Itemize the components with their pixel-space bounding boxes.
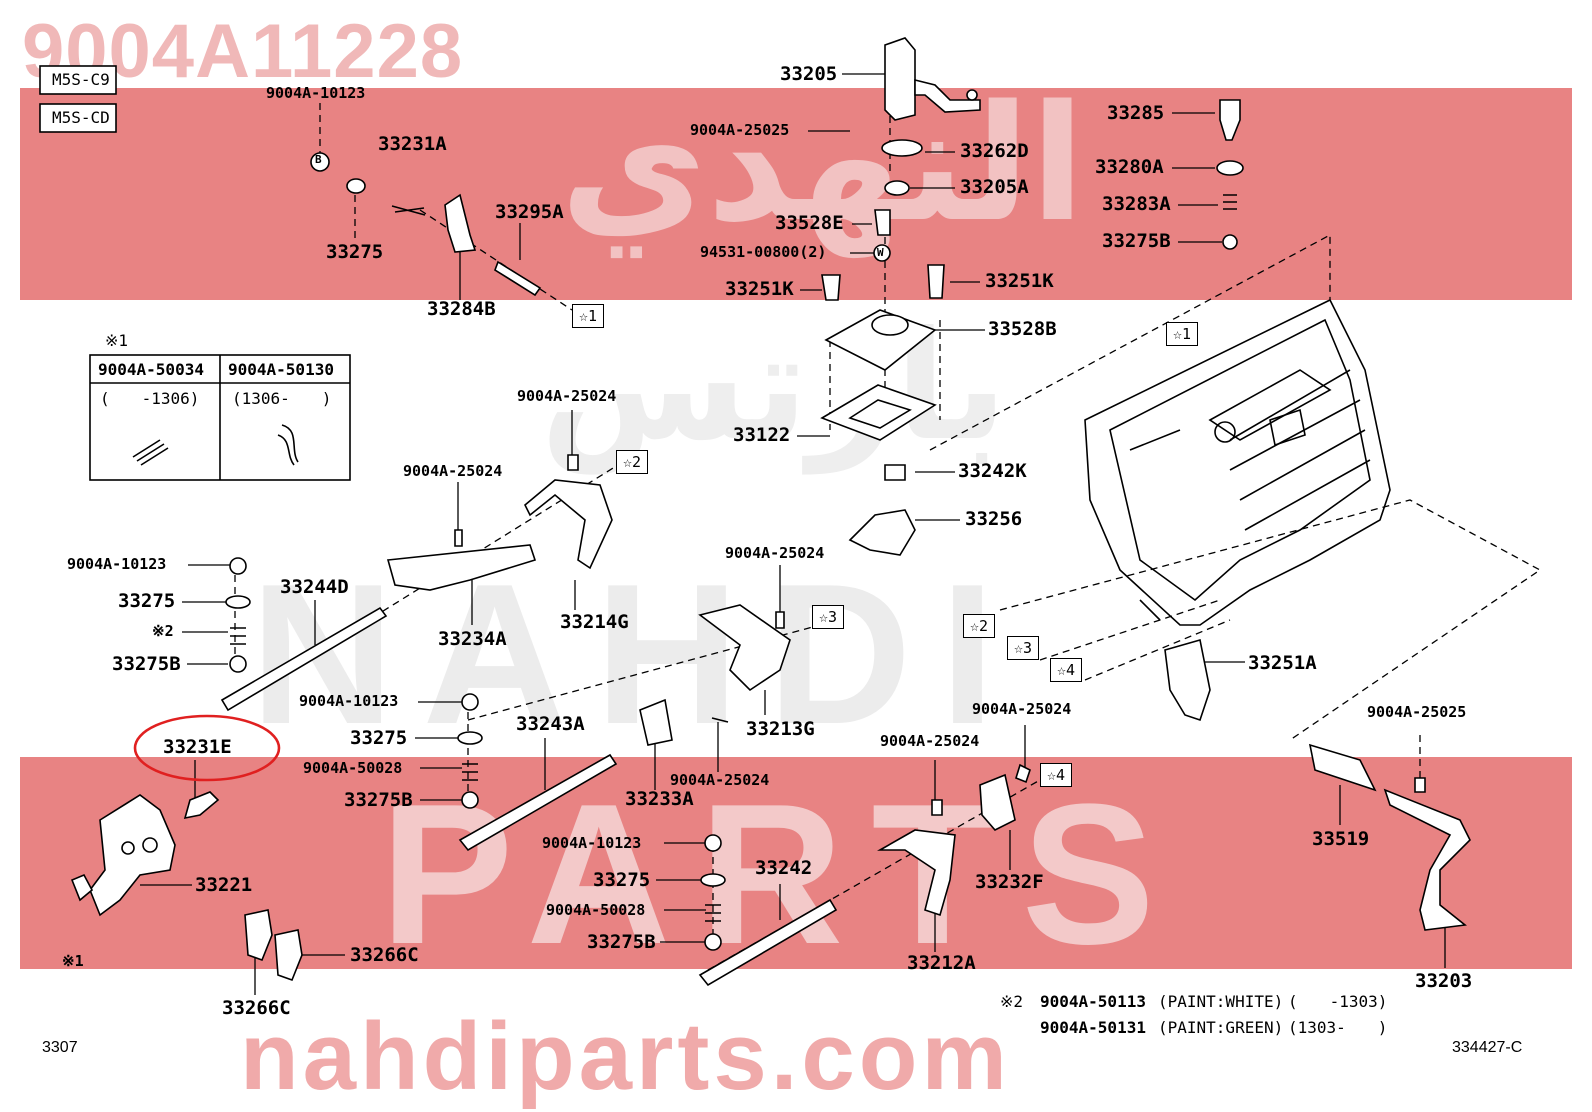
note2-line2-part: 9004A-50131 — [1040, 1018, 1146, 1037]
label-9004a-25024-c: 9004A-25024 — [725, 544, 825, 562]
footer-page-number: 3307 — [42, 1039, 78, 1056]
note1-col1-part: 9004A-50034 — [98, 360, 204, 379]
note1-table — [89, 354, 351, 481]
ref-star1-top-left: ☆1 — [572, 304, 605, 328]
label-9004a-10123-mid: 9004A-10123 — [299, 692, 399, 710]
label-9004a-10123-left: 9004A-10123 — [67, 555, 167, 573]
label-33122: 33122 — [733, 424, 791, 446]
label-33280a: 33280A — [1095, 156, 1164, 178]
model-m5s-c9: M5S-C9 — [52, 70, 110, 89]
label-33275b-left: 33275B — [112, 653, 181, 675]
label-9004a-50028-mid: 9004A-50028 — [303, 759, 403, 777]
label-33242: 33242 — [755, 857, 813, 879]
label-9004a-50028-bottom: 9004A-50028 — [546, 901, 646, 919]
model-m5s-cd: M5S-CD — [52, 108, 110, 127]
label-33275-mid: 33275 — [350, 727, 408, 749]
label-33256: 33256 — [965, 508, 1023, 530]
label-9004a-25024-e: 9004A-25024 — [880, 732, 980, 750]
label-33244d: 33244D — [280, 576, 349, 598]
ref-star4-case: ☆4 — [1050, 658, 1083, 682]
note1-col2-part: 9004A-50130 — [228, 360, 334, 379]
label-33528b: 33528B — [988, 318, 1057, 340]
label-94531-00800: 94531-00800(2) — [700, 243, 827, 261]
label-9004a-25024-f: 9004A-25024 — [972, 700, 1072, 718]
url-watermark: nahdiparts.com — [240, 1003, 1011, 1110]
label-33205: 33205 — [780, 63, 838, 85]
footer-diagram-code: 334427-C — [1452, 1039, 1523, 1056]
fork-shaft-assemblies — [220, 479, 1471, 987]
plug-and-spring-stack — [1216, 99, 1244, 250]
arabic-watermark-1: النهدي — [560, 70, 1085, 257]
brand-watermark: NAHDI — [250, 543, 1024, 766]
note2-marker: ※2 — [1000, 992, 1024, 1011]
note2-line1-paint: (PAINT:WHITE) — [1158, 992, 1284, 1011]
note2-line1-range: ( -1303) — [1288, 992, 1388, 1011]
label-33231a: 33231A — [378, 133, 447, 155]
marker-note2-left: ※2 — [152, 622, 174, 640]
label-33205a: 33205A — [960, 176, 1029, 198]
ref-star3-fork: ☆3 — [812, 605, 845, 629]
label-33233a: 33233A — [625, 788, 694, 810]
label-33203: 33203 — [1415, 970, 1473, 992]
label-9004a-25025-top: 9004A-25025 — [690, 121, 790, 139]
marker-note1-bottom-left: ※1 — [62, 952, 84, 970]
detent-stacks — [225, 454, 1426, 951]
ref-circle-b-top: B — [315, 153, 322, 166]
select-lever-parts — [70, 791, 303, 982]
label-33519: 33519 — [1312, 828, 1370, 850]
label-33213g: 33213G — [746, 718, 815, 740]
label-33275-bottom: 33275 — [593, 869, 651, 891]
ref-star2-fork: ☆2 — [616, 450, 649, 474]
note2-line2-range: (1303- ) — [1288, 1018, 1388, 1037]
note1-col1-range: ( -1306) — [100, 389, 200, 408]
label-33234a: 33234A — [438, 628, 507, 650]
note1-col2-range: (1306- ) — [232, 389, 332, 408]
label-9004a-25024-a: 9004A-25024 — [517, 387, 617, 405]
ref-star3-case: ☆3 — [1007, 636, 1040, 660]
label-33275-top: 33275 — [326, 241, 384, 263]
label-33283a: 33283A — [1102, 193, 1171, 215]
label-33262d: 33262D — [960, 140, 1029, 162]
label-33285: 33285 — [1107, 102, 1165, 124]
label-33212a: 33212A — [907, 952, 976, 974]
label-33284b: 33284B — [427, 298, 496, 320]
label-33295a: 33295A — [495, 201, 564, 223]
ref-circle-w: W — [877, 246, 884, 259]
label-33232f: 33232F — [975, 871, 1044, 893]
label-33231e: 33231E — [163, 736, 232, 758]
label-33251k-left: 33251K — [725, 278, 794, 300]
label-9004a-25024-d: 9004A-25024 — [670, 771, 770, 789]
label-33214g: 33214G — [560, 611, 629, 633]
note2-line1-part: 9004A-50113 — [1040, 992, 1146, 1011]
label-33266c-bottom: 33266C — [222, 997, 291, 1019]
ref-star4-fork: ☆4 — [1040, 763, 1073, 787]
note1-marker: ※1 — [105, 331, 129, 350]
interlock-parts-top-left — [310, 152, 542, 297]
label-33243a: 33243A — [516, 713, 585, 735]
ref-star1-case: ☆1 — [1166, 322, 1199, 346]
label-33221: 33221 — [195, 874, 253, 896]
label-9004a-10123-bottom: 9004A-10123 — [542, 834, 642, 852]
label-33242k: 33242K — [958, 460, 1027, 482]
watermark-band-top — [20, 88, 1572, 300]
label-9004a-25024-b: 9004A-25024 — [403, 462, 503, 480]
label-33275b-mid: 33275B — [344, 789, 413, 811]
label-9004a-25025-right: 9004A-25025 — [1367, 703, 1467, 721]
shift-lever-33205 — [820, 37, 981, 556]
label-33251k-right: 33251K — [985, 270, 1054, 292]
note2-line2-paint: (PAINT:GREEN) — [1158, 1018, 1284, 1037]
label-33275b-bottom: 33275B — [587, 931, 656, 953]
ref-star2-case: ☆2 — [963, 614, 996, 638]
label-33275-left: 33275 — [118, 590, 176, 612]
label-33275b-top-right: 33275B — [1102, 230, 1171, 252]
label-33528e: 33528E — [775, 212, 844, 234]
highlight-circle — [133, 714, 281, 782]
model-boxes — [39, 65, 117, 133]
label-33251a: 33251A — [1248, 652, 1317, 674]
transmission-case — [1084, 298, 1391, 626]
label-9004a-10123-top: 9004A-10123 — [266, 84, 366, 102]
label-33266c-right: 33266C — [350, 944, 419, 966]
